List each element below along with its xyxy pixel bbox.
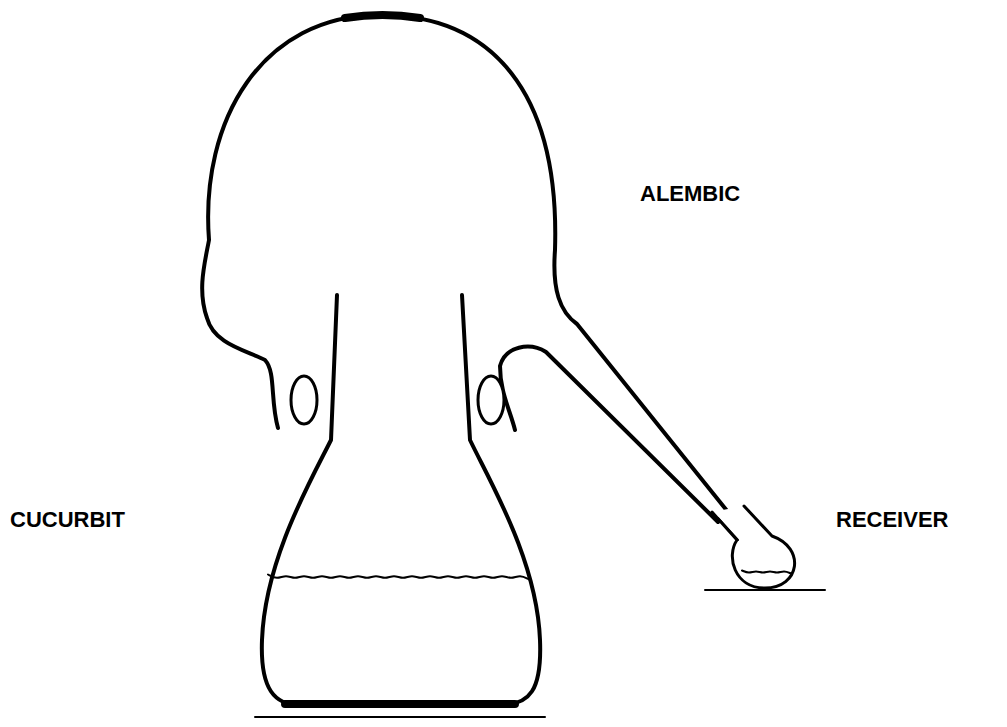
spout-tip xyxy=(718,518,738,540)
part-name: CUCURBIT xyxy=(10,508,125,532)
luting-seal xyxy=(291,376,317,424)
receiver-stand-line xyxy=(705,589,825,591)
cucurbit-base-thick xyxy=(285,700,515,708)
alembic-dome-thick xyxy=(345,15,420,18)
part-name: ALEMBIC xyxy=(640,182,740,206)
luting-seal xyxy=(478,376,504,424)
cucurbit-body xyxy=(262,295,540,705)
liquid-surface xyxy=(742,571,791,574)
receiver-flask xyxy=(712,506,795,588)
liquid-surface xyxy=(268,575,529,580)
part-name: RECEIVER xyxy=(836,508,948,532)
cucurbit-stand-line xyxy=(255,716,545,718)
